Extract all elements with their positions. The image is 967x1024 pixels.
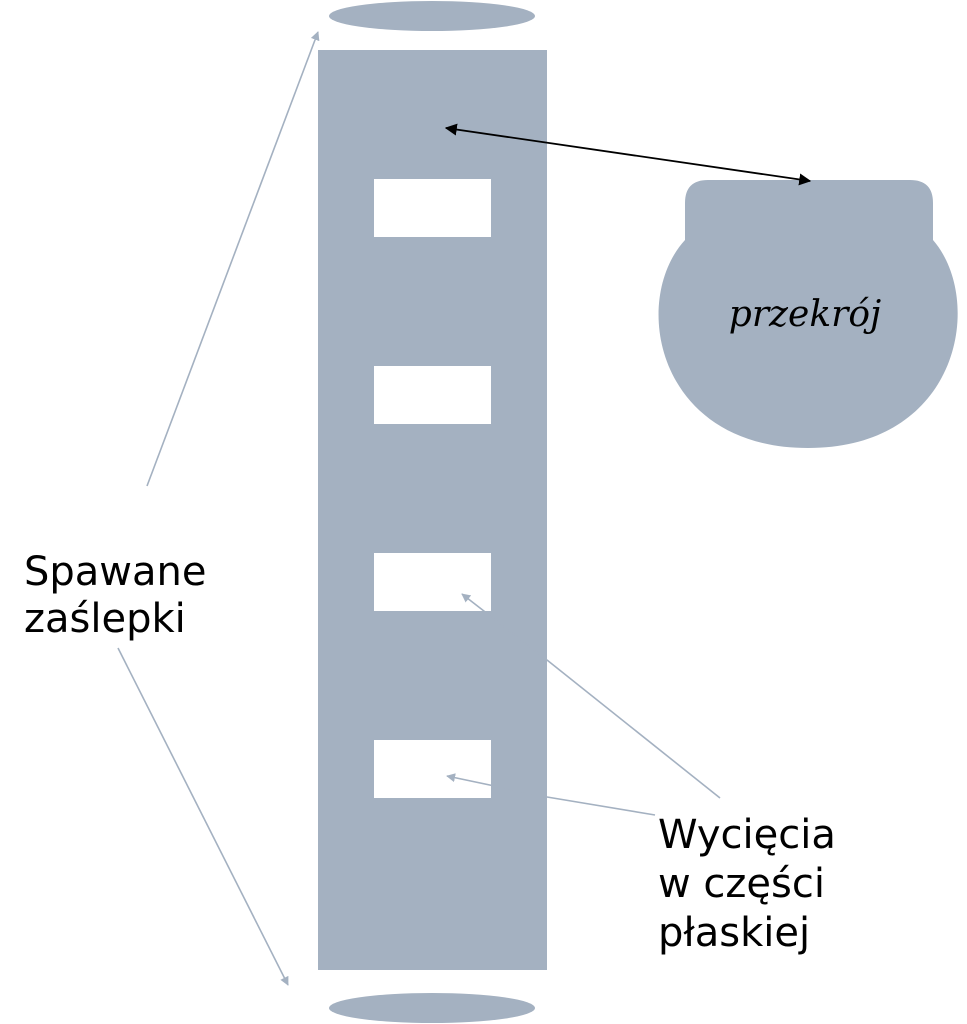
cutouts-label-line3: płaskiej — [658, 910, 810, 956]
leader-to-cutout-3-inner — [461, 593, 548, 661]
top-cap — [329, 1, 535, 31]
bottom-cap — [329, 993, 535, 1023]
welded-caps-label-line1: Spawane — [24, 549, 206, 595]
cross-section-arrow — [444, 123, 812, 186]
cross-section-shape — [658, 180, 958, 448]
leader-to-cutout-4-outer — [546, 796, 656, 816]
cutout-2 — [374, 366, 491, 424]
cutouts-label-line1: Wycięcia — [658, 812, 836, 858]
cross-section-label: przekrój — [729, 294, 881, 335]
cutout-1 — [374, 179, 491, 237]
leader-to-cutout-3-outer — [546, 659, 721, 799]
leader-to-top-cap — [146, 31, 320, 487]
leader-to-bottom-cap — [117, 647, 289, 986]
welded-caps-label-line2: zaślepki — [24, 596, 186, 642]
cutout-4 — [374, 740, 491, 798]
leader-to-cutout-4-inner — [446, 773, 548, 798]
cutouts-label-line2: w części — [658, 861, 825, 907]
